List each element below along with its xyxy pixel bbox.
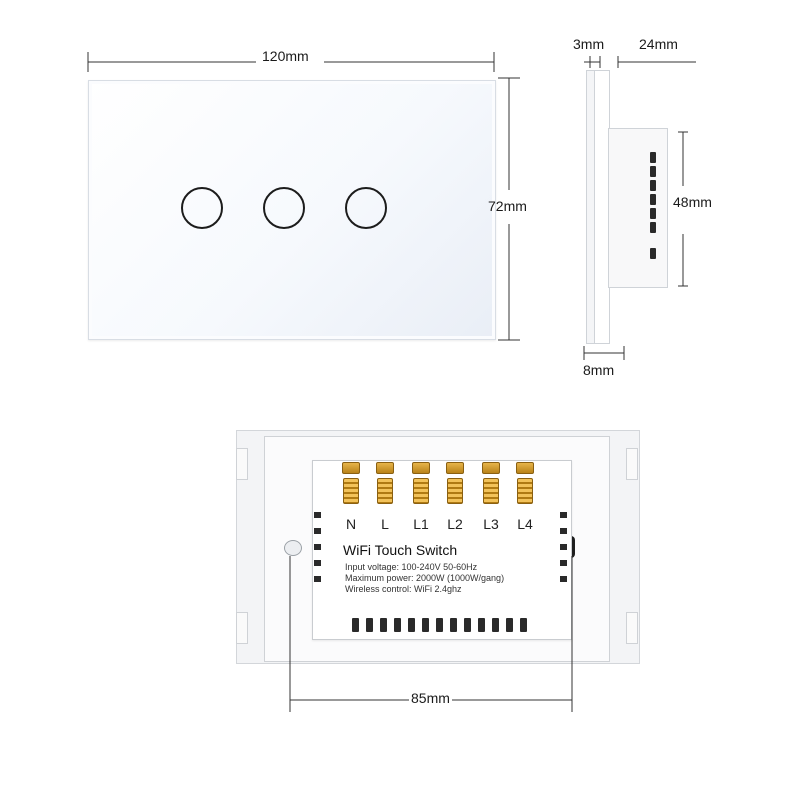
right-clip (626, 612, 638, 644)
module-vent (314, 528, 321, 534)
bottom-vent (520, 618, 527, 632)
module-vent (314, 576, 321, 582)
base-dimension-ticks (583, 346, 625, 360)
bottom-vent (422, 618, 429, 632)
bottom-vent (408, 618, 415, 632)
touch-button-1[interactable] (181, 187, 223, 229)
terminal-body-l4 (517, 478, 533, 504)
terminal-label-l3: L3 (483, 516, 499, 532)
side-vent (650, 222, 656, 233)
module-height-label: 48mm (673, 194, 712, 210)
module-vent (314, 560, 321, 566)
module-vent (560, 544, 567, 550)
terminal-label-l2: L2 (447, 516, 463, 532)
bottom-vent (352, 618, 359, 632)
module-bottom-vents (352, 618, 532, 634)
bottom-vent (492, 618, 499, 632)
bottom-vent (366, 618, 373, 632)
terminal-body-l1 (413, 478, 429, 504)
module-vent (560, 560, 567, 566)
module-vent (560, 528, 567, 534)
spec-wireless-control: Wireless control: WiFi 2.4ghz (345, 584, 462, 594)
height-dimension-line (498, 77, 520, 341)
side-vent (650, 152, 656, 163)
module-height-dimension-line (678, 131, 688, 287)
width-dimension-line (87, 52, 495, 72)
width-label: 120mm (262, 48, 309, 64)
terminal-screw-l2 (446, 462, 464, 474)
product-name: WiFi Touch Switch (343, 542, 458, 558)
depth-label: 24mm (639, 36, 678, 52)
left-clip (236, 448, 248, 480)
left-clip (236, 612, 248, 644)
side-vent (650, 180, 656, 191)
terminal-body-n (343, 478, 359, 504)
side-vent (650, 166, 656, 177)
bottom-vent (478, 618, 485, 632)
terminal-body-l2 (447, 478, 463, 504)
bottom-vent (380, 618, 387, 632)
terminal-label-l4: L4 (517, 516, 533, 532)
terminal-label-l: L (381, 516, 389, 532)
module-vent (314, 512, 321, 518)
terminal-body-l3 (483, 478, 499, 504)
touch-button-2[interactable] (263, 187, 305, 229)
terminal-body-l (377, 478, 393, 504)
side-vent (650, 194, 656, 205)
bottom-vent (464, 618, 471, 632)
mounting-hole-left (284, 540, 302, 556)
module-vent (314, 544, 321, 550)
terminal-screw-l3 (482, 462, 500, 474)
bottom-vent (436, 618, 443, 632)
terminal-label-l1: L1 (413, 516, 429, 532)
spec-maximum-power: Maximum power: 2000W (1000W/gang) (345, 573, 505, 583)
terminal-screw-l1 (412, 462, 430, 474)
module-vent (560, 512, 567, 518)
bottom-vent (394, 618, 401, 632)
terminal-screw-l4 (516, 462, 534, 474)
terminal-label-n: N (345, 516, 357, 532)
bottom-vent (450, 618, 457, 632)
terminal-screw-l (376, 462, 394, 474)
module-right-vents (560, 512, 568, 592)
module-left-vents (314, 512, 322, 592)
height-label: 72mm (488, 198, 527, 214)
side-module-body (608, 128, 668, 288)
terminal-screw-n (342, 462, 360, 474)
plate-thickness-label: 3mm (573, 36, 605, 52)
base-label: 8mm (583, 362, 615, 378)
module-vent (560, 576, 567, 582)
bottom-vent (506, 618, 513, 632)
mounting-distance-label: 85mm (409, 690, 452, 706)
side-view: 3mm 24mm 48mm 8mm (560, 0, 800, 390)
side-vent-group (650, 152, 662, 272)
touch-button-3[interactable] (345, 187, 387, 229)
spec-input-voltage: Input voltage: 100-240V 50-60Hz (345, 562, 478, 572)
top-dimension-ticks (584, 56, 696, 68)
front-glass-panel (88, 80, 496, 340)
front-view: 120mm 72mm (0, 0, 560, 360)
side-vent (650, 248, 656, 259)
right-clip (626, 448, 638, 480)
side-vent (650, 208, 656, 219)
